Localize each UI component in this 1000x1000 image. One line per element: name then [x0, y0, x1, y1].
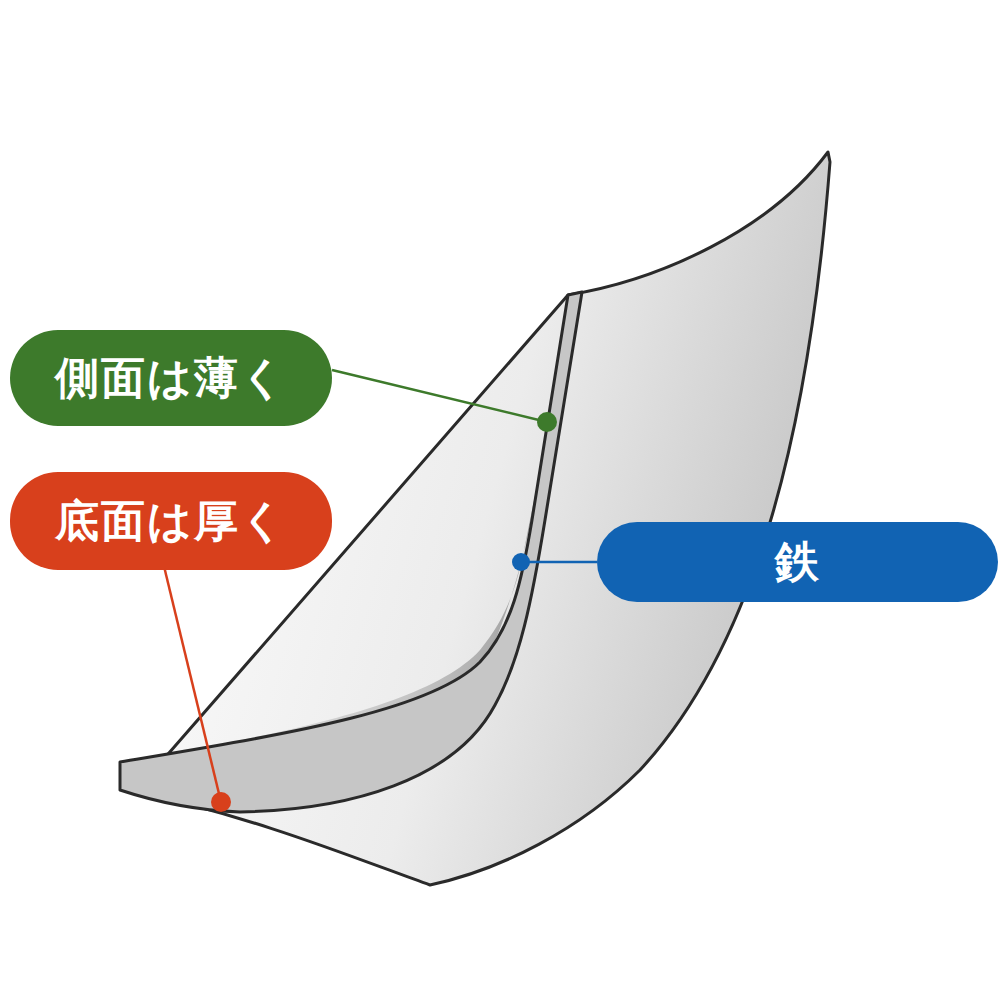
leader-line — [162, 558, 221, 802]
callout-text: 底面は厚く — [55, 497, 287, 545]
callout-pill: 鉄 — [597, 522, 998, 602]
callout-pill: 側面は薄く — [10, 330, 332, 426]
leader-dot — [512, 553, 530, 571]
leader-dot — [537, 412, 557, 432]
callout-text: 鉄 — [775, 538, 821, 586]
callout-pill: 底面は厚く — [10, 472, 332, 570]
leader-line — [332, 370, 547, 422]
leader-line — [521, 561, 597, 564]
callout-text: 側面は薄く — [55, 354, 287, 402]
leader-dot — [211, 792, 231, 812]
